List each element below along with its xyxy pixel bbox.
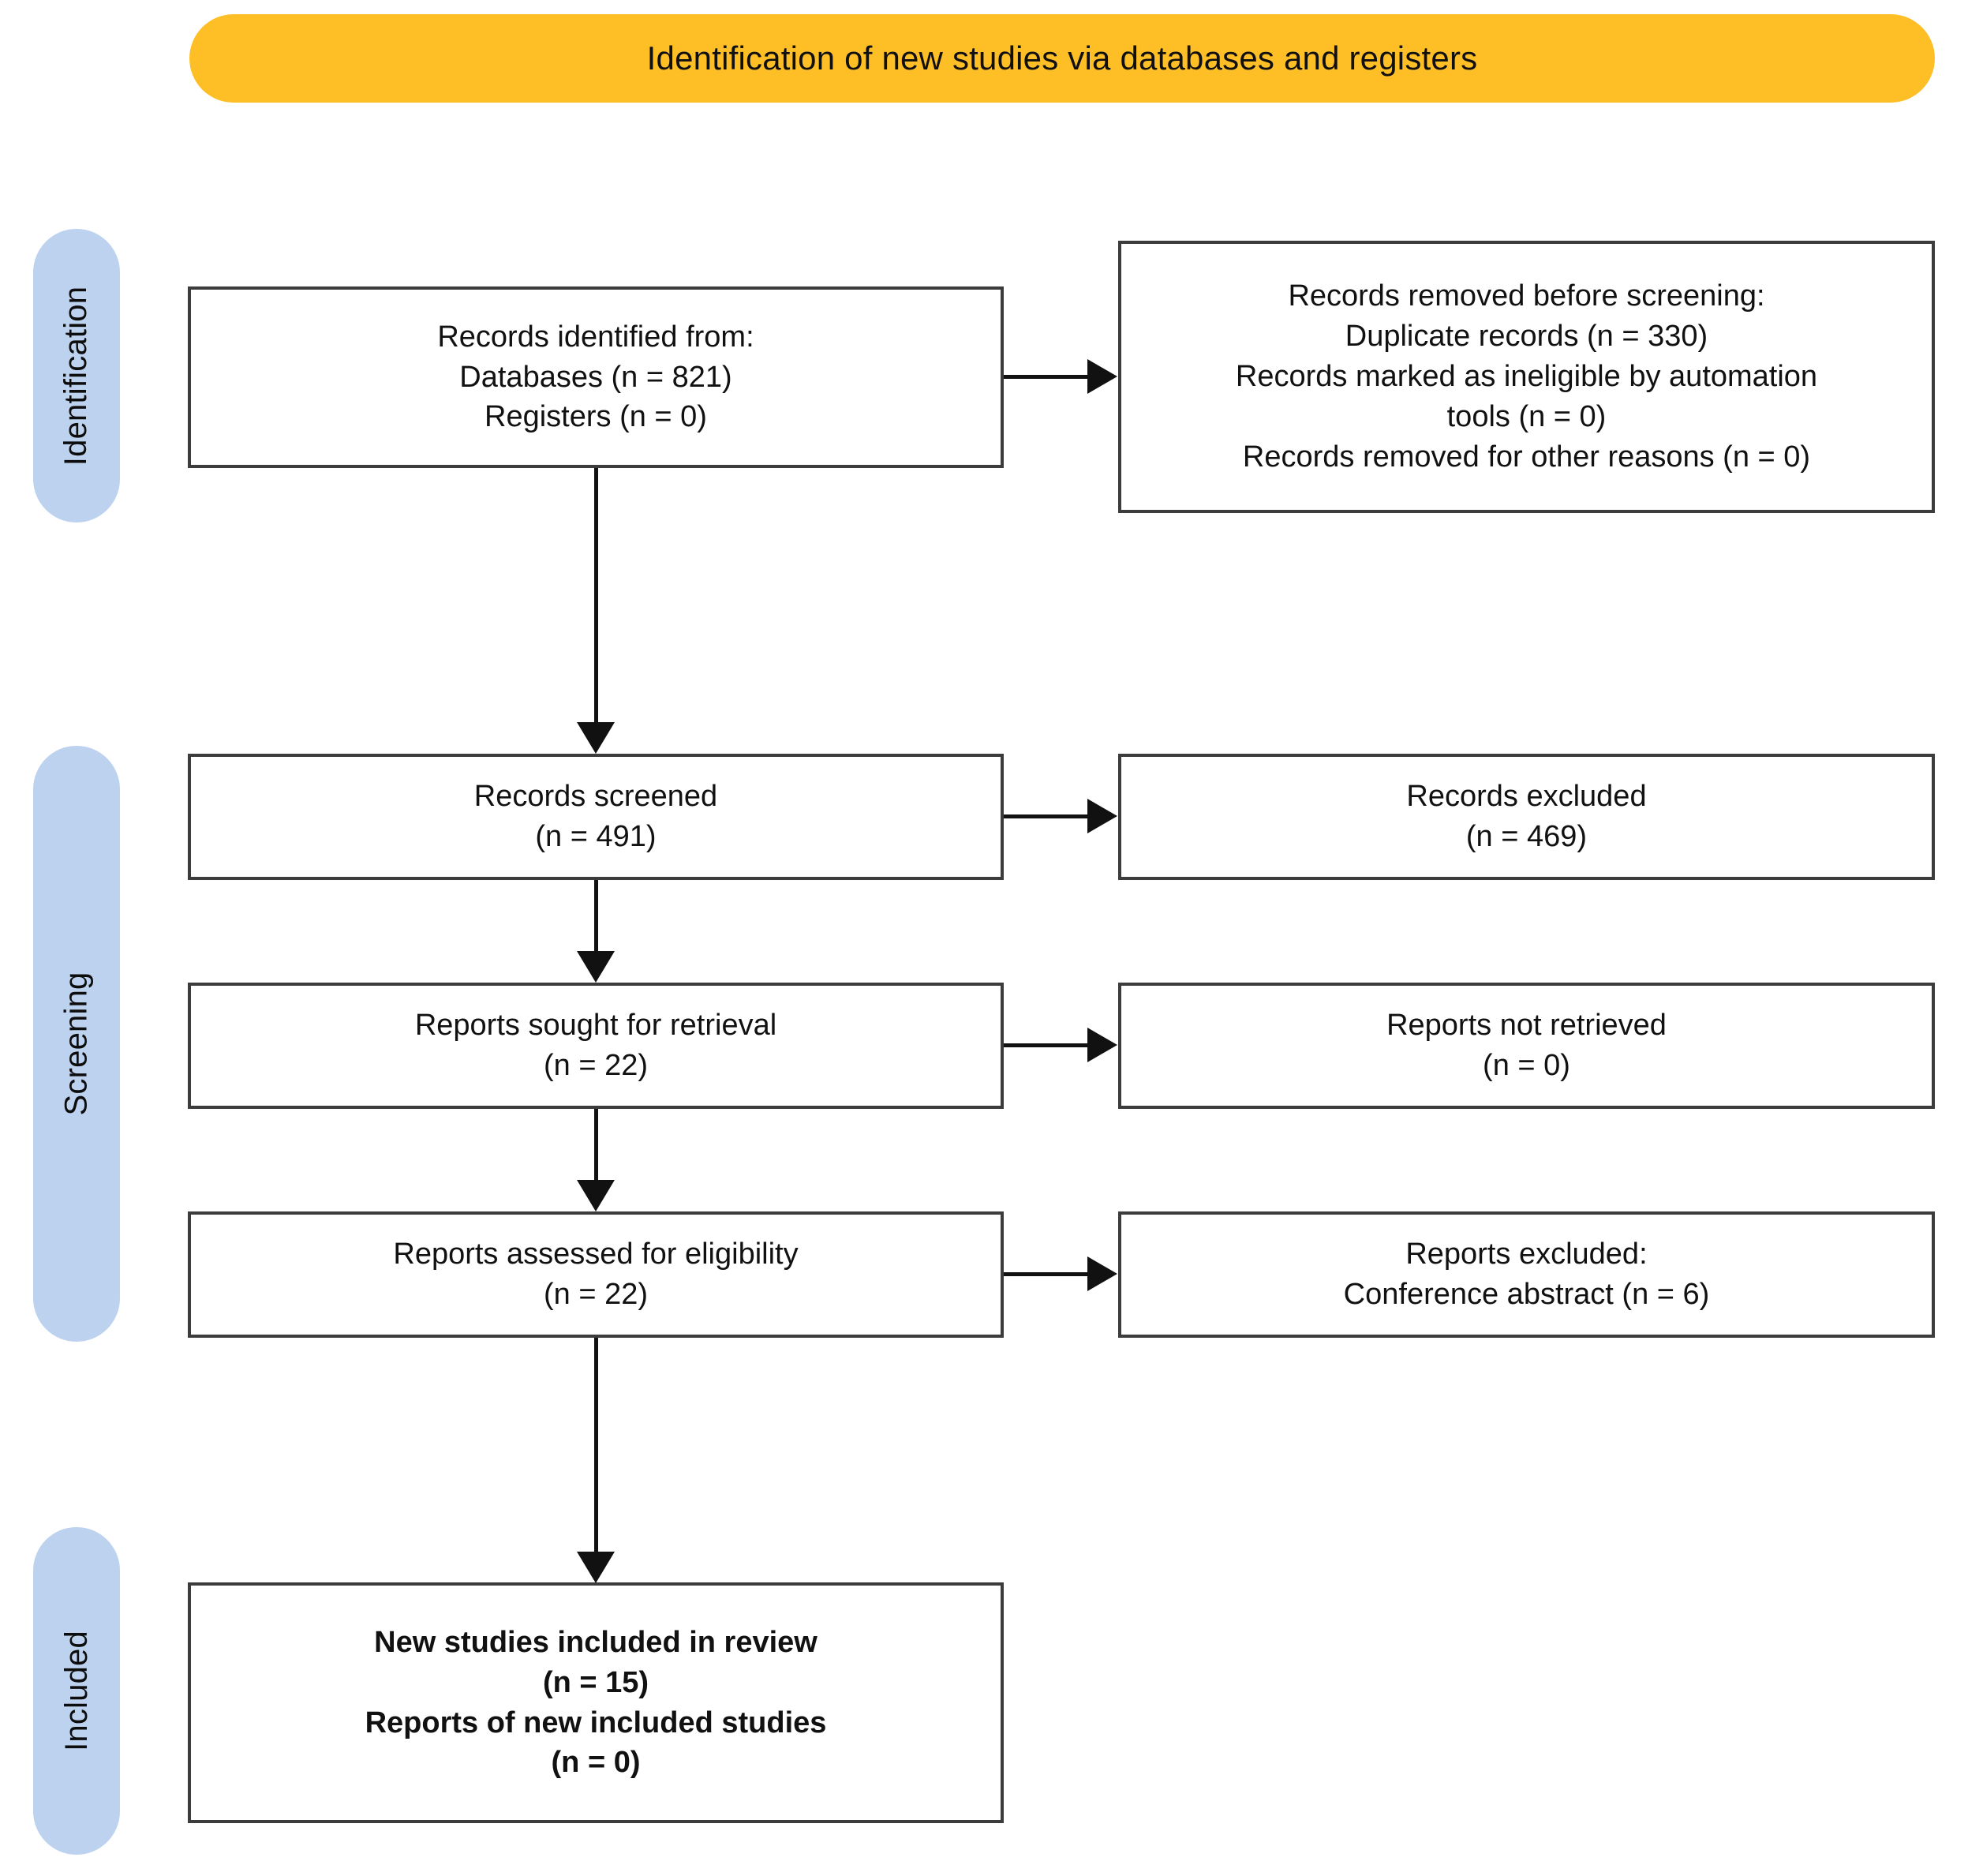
arrow-shaft — [594, 468, 598, 725]
stage-band-identification-label: Identification — [58, 286, 94, 466]
node-records-identified-text: Records identified from: Databases (n = … — [437, 320, 754, 434]
arrow-shaft — [1004, 814, 1089, 818]
arrow-head-icon — [1087, 359, 1117, 394]
stage-band-identification: Identification — [33, 229, 120, 522]
node-new-studies-included-text: New studies included in review (n = 15) … — [365, 1625, 827, 1780]
arrow-shaft — [1004, 375, 1089, 379]
node-records-removed-before-screening-text: Records removed before screening: Duplic… — [1235, 279, 1818, 474]
identification-banner: Identification of new studies via databa… — [189, 14, 1935, 103]
arrow-head-icon — [577, 951, 615, 983]
node-records-screened-text: Records screened (n = 491) — [473, 780, 718, 853]
stage-band-screening: Screening — [33, 746, 120, 1342]
arrow-shaft — [594, 1338, 598, 1555]
node-records-excluded-text: Records excluded (n = 469) — [1406, 780, 1647, 853]
node-records-excluded: Records excluded (n = 469) — [1118, 754, 1935, 880]
node-reports-sought-for-retrieval-text: Reports sought for retrieval (n = 22) — [414, 1009, 777, 1082]
node-records-removed-before-screening: Records removed before screening: Duplic… — [1118, 241, 1935, 513]
arrow-head-icon — [1087, 1256, 1117, 1291]
node-new-studies-included: New studies included in review (n = 15) … — [188, 1582, 1004, 1823]
node-reports-excluded: Reports excluded: Conference abstract (n… — [1118, 1211, 1935, 1338]
node-reports-excluded-text: Reports excluded: Conference abstract (n… — [1343, 1238, 1710, 1311]
arrow-shaft — [594, 1109, 598, 1182]
arrow-shaft — [1004, 1272, 1089, 1276]
stage-band-included-label: Included — [58, 1631, 94, 1751]
arrow-head-icon — [577, 1180, 615, 1211]
node-reports-not-retrieved-text: Reports not retrieved (n = 0) — [1386, 1009, 1667, 1082]
node-records-identified: Records identified from: Databases (n = … — [188, 286, 1004, 468]
arrow-shaft — [1004, 1043, 1089, 1047]
arrow-shaft — [594, 880, 598, 953]
stage-band-screening-label: Screening — [58, 972, 94, 1116]
node-reports-not-retrieved: Reports not retrieved (n = 0) — [1118, 983, 1935, 1109]
node-reports-assessed-for-eligibility-text: Reports assessed for eligibility (n = 22… — [393, 1238, 799, 1311]
node-records-screened: Records screened (n = 491) — [188, 754, 1004, 880]
node-reports-assessed-for-eligibility: Reports assessed for eligibility (n = 22… — [188, 1211, 1004, 1338]
arrow-head-icon — [577, 722, 615, 754]
arrow-head-icon — [1087, 799, 1117, 833]
arrow-head-icon — [1087, 1028, 1117, 1062]
arrow-head-icon — [577, 1552, 615, 1583]
stage-band-included: Included — [33, 1527, 120, 1855]
banner-title: Identification of new studies via databa… — [646, 39, 1478, 77]
node-reports-sought-for-retrieval: Reports sought for retrieval (n = 22) — [188, 983, 1004, 1109]
